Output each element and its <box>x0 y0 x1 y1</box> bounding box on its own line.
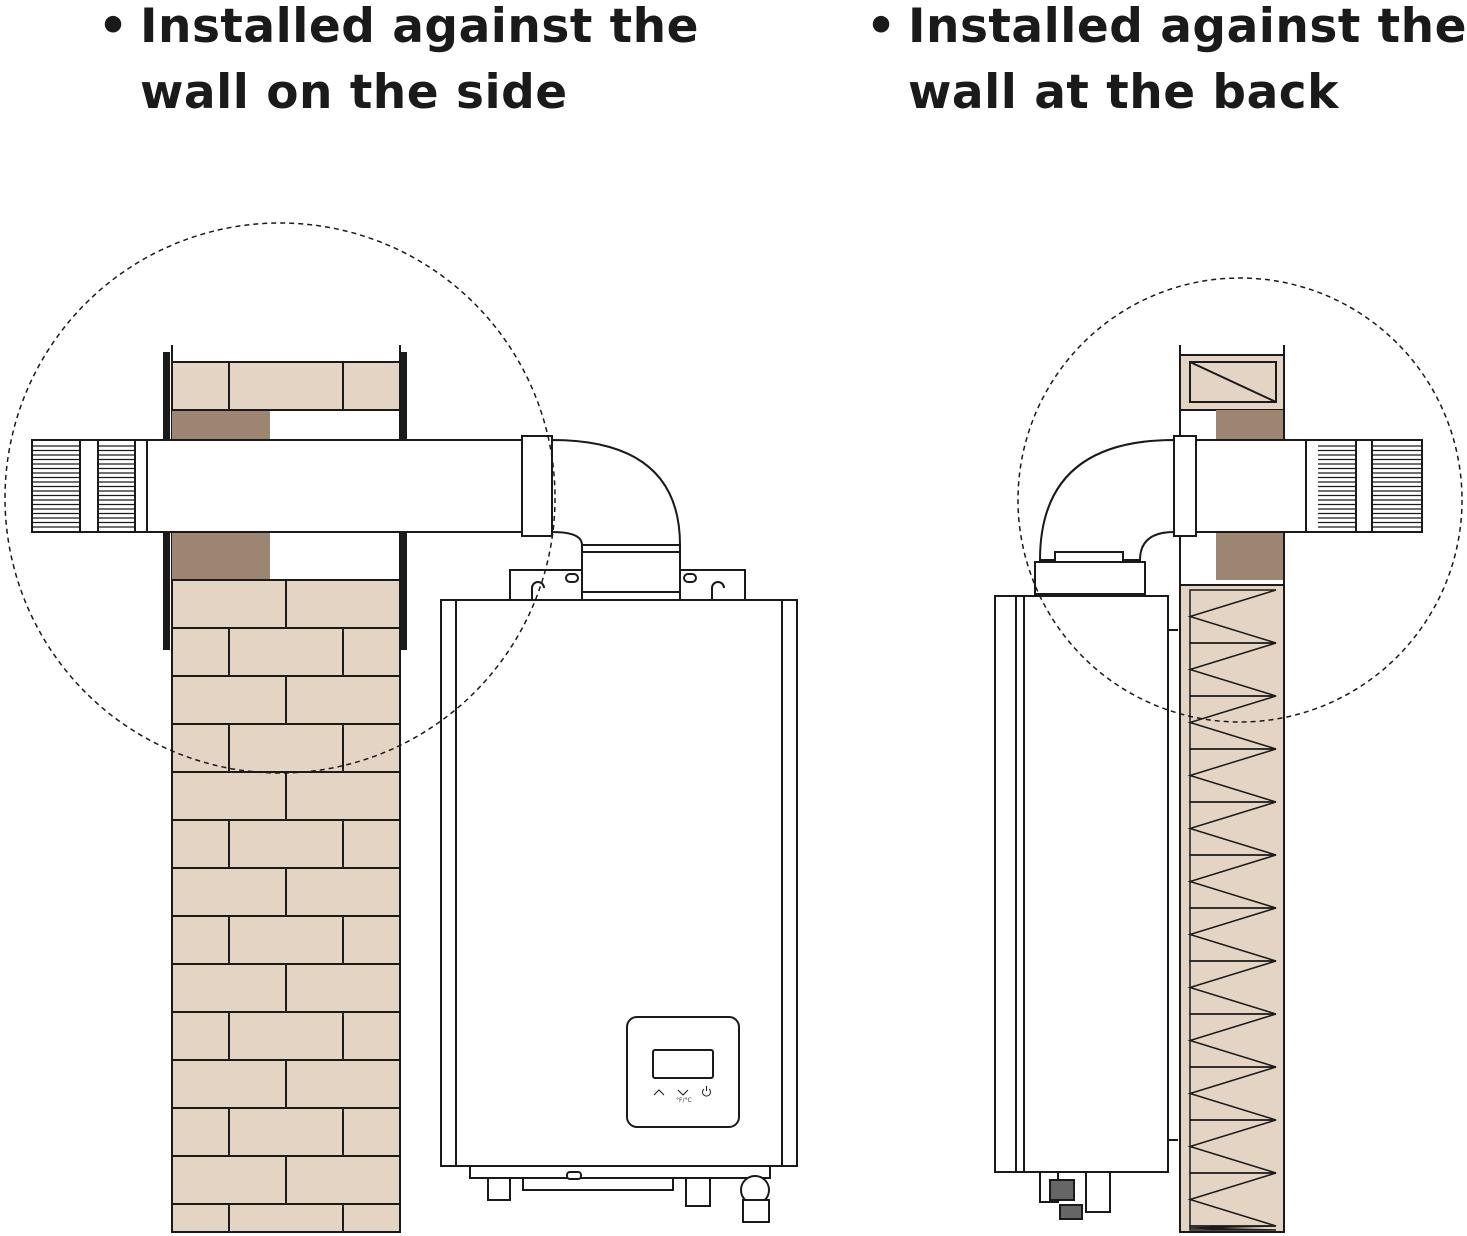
down-arrow-icon <box>677 1089 689 1096</box>
brick <box>228 1203 344 1233</box>
truss-segment <box>1187 748 1277 803</box>
brick <box>285 771 401 821</box>
brick <box>171 361 230 411</box>
truss-segment <box>1187 1119 1277 1174</box>
caption-back-wall: • Installed against the wall at the back <box>866 0 1467 126</box>
truss-segment <box>1187 1013 1277 1068</box>
brick <box>171 1203 230 1233</box>
detail-circle-side <box>4 222 556 774</box>
brick <box>228 627 344 677</box>
truss-segment <box>1187 854 1277 909</box>
caption-line: wall on the side <box>140 65 568 120</box>
vent-pipe-back <box>1038 435 1423 561</box>
detail-circle-back <box>1017 277 1463 723</box>
brick <box>342 1011 401 1061</box>
brick <box>285 867 401 917</box>
brick <box>285 963 401 1013</box>
brick <box>171 579 287 629</box>
water-heater-side <box>994 551 1178 1220</box>
brick <box>171 963 287 1013</box>
truss-segment <box>1187 907 1277 962</box>
brick <box>171 867 287 917</box>
brick <box>285 675 401 725</box>
grille-band <box>79 439 99 533</box>
brick <box>171 627 230 677</box>
brick <box>171 819 230 869</box>
truss-pattern <box>1187 589 1277 1231</box>
brick <box>171 1155 287 1205</box>
brick <box>285 1059 401 1109</box>
power-icon <box>702 1086 711 1097</box>
brick <box>342 723 401 773</box>
brick <box>342 627 401 677</box>
brick <box>171 915 230 965</box>
water-heater-front <box>440 569 798 1223</box>
brick <box>171 1107 230 1157</box>
wall-cut-bottom <box>172 532 270 580</box>
truss-segment <box>1187 960 1277 1015</box>
brick <box>228 723 344 773</box>
grille-band <box>1355 439 1373 533</box>
brick <box>285 1155 401 1205</box>
caption-line: wall at the back <box>908 65 1339 120</box>
caption-line: Installed against the <box>140 0 699 54</box>
up-arrow-icon <box>653 1089 665 1096</box>
brick <box>171 1059 287 1109</box>
brick <box>228 915 344 965</box>
brick <box>342 361 401 411</box>
brick <box>342 1203 401 1233</box>
brick <box>228 361 344 411</box>
control-panel: °F/°C <box>626 1016 740 1128</box>
brick <box>171 675 287 725</box>
brick <box>171 771 287 821</box>
unit-toggle-label: °F/°C <box>676 1097 692 1104</box>
bullet: • <box>98 0 129 54</box>
caption-line: Installed against the <box>908 0 1467 54</box>
brick <box>228 1011 344 1061</box>
brick <box>342 1107 401 1157</box>
caption-side-wall: • Installed against the wall on the side <box>98 0 699 126</box>
truss-segment <box>1187 1172 1277 1227</box>
brick <box>342 819 401 869</box>
brick <box>285 579 401 629</box>
truss-segment <box>1187 589 1277 644</box>
truss-segment <box>1187 801 1277 856</box>
brick <box>228 1107 344 1157</box>
brick <box>342 915 401 965</box>
truss-segment <box>1187 1066 1277 1121</box>
truss-segment <box>1189 1225 1277 1231</box>
wall-back <box>1179 345 1285 1233</box>
truss-segment <box>1187 695 1277 750</box>
wall-cut-top <box>172 410 270 440</box>
vent-grille <box>1318 439 1422 533</box>
brick <box>171 1011 230 1061</box>
bullet: • <box>866 0 897 54</box>
vent-pipe-side <box>31 435 682 601</box>
brick <box>228 819 344 869</box>
brick-wall-side <box>171 345 401 1233</box>
brick <box>171 723 230 773</box>
truss-segment <box>1187 642 1277 697</box>
vent-grille <box>32 439 135 533</box>
